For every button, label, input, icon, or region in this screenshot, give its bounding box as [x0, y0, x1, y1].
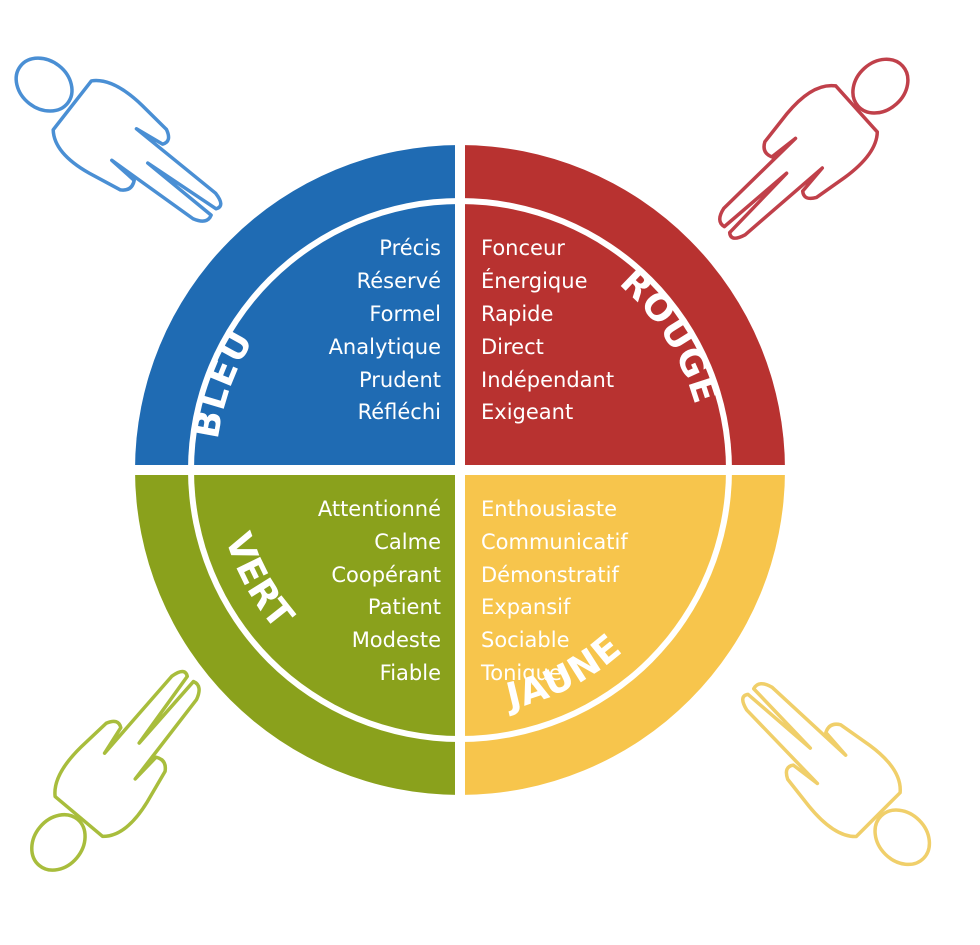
trait-green-1: Attentionné — [318, 497, 441, 521]
trait-green-3: Coopérant — [331, 563, 441, 587]
trait-green-4: Patient — [368, 595, 441, 619]
trait-red-5: Indépendant — [481, 368, 614, 392]
person-outline-red-icon — [718, 57, 910, 240]
trait-green-5: Modeste — [352, 628, 441, 652]
trait-red-1: Fonceur — [481, 236, 565, 260]
trait-green-6: Fiable — [380, 661, 441, 685]
horizontal-divider — [130, 465, 790, 475]
traits-red: Fonceur Énergique Rapide Direct Indépend… — [481, 236, 614, 424]
traits-yellow: Enthousiaste Communicatif Démonstratif E… — [480, 497, 628, 685]
quadrant-green-inner — [194, 470, 460, 736]
trait-red-4: Direct — [481, 335, 544, 359]
trait-blue-6: Réfléchi — [358, 400, 441, 424]
trait-yellow-6: Tonique — [480, 661, 562, 685]
trait-yellow-2: Communicatif — [481, 530, 628, 554]
trait-blue-3: Formel — [369, 302, 441, 326]
person-outline-yellow-icon — [741, 682, 932, 867]
quadrant-red-inner — [460, 204, 726, 470]
trait-red-3: Rapide — [481, 302, 553, 326]
trait-blue-1: Précis — [379, 236, 441, 260]
trait-blue-2: Réservé — [357, 269, 441, 293]
quadrant-blue-inner — [194, 204, 460, 470]
trait-green-2: Calme — [374, 530, 441, 554]
trait-yellow-5: Sociable — [481, 628, 570, 652]
person-outline-blue-icon — [14, 56, 223, 223]
trait-blue-4: Analytique — [329, 335, 441, 359]
trait-blue-5: Prudent — [359, 368, 441, 392]
quadrant-yellow-inner — [460, 470, 726, 736]
trait-yellow-4: Expansif — [481, 595, 571, 619]
traits-green: Attentionné Calme Coopérant Patient Mode… — [318, 497, 441, 685]
traits-blue: Précis Réservé Formel Analytique Prudent… — [329, 236, 441, 424]
trait-yellow-3: Démonstratif — [481, 563, 619, 587]
trait-yellow-1: Enthousiaste — [481, 497, 617, 521]
person-outline-green-icon — [30, 669, 201, 872]
trait-red-6: Exigeant — [481, 400, 573, 424]
trait-red-2: Énergique — [481, 268, 588, 293]
